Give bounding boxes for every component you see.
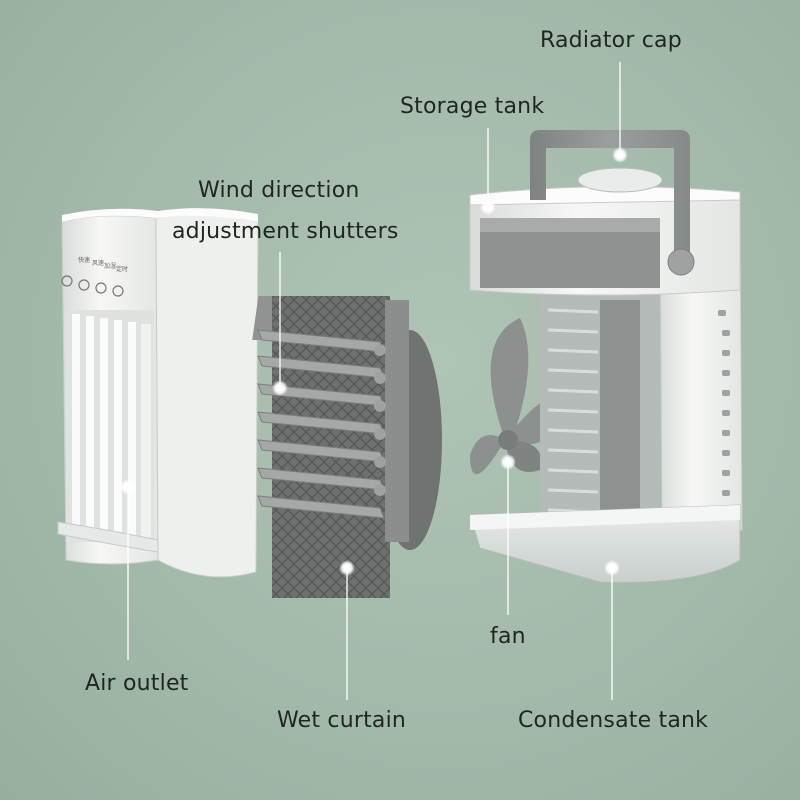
panel-label-2: 风速	[92, 260, 104, 267]
panel-label-1: 快速	[78, 256, 90, 264]
label-storage-tank: Storage tank	[400, 94, 545, 119]
panel-label-4: 定时	[116, 265, 128, 273]
wet-curtain-assembly	[252, 296, 442, 598]
label-condensate-tank: Condensate tank	[518, 708, 709, 733]
label-wind-direction-line1: Wind direction	[198, 178, 360, 203]
control-panel	[61, 275, 124, 297]
label-air-outlet: Air outlet	[85, 671, 189, 696]
control-panel-text: 快速 风速 加湿 定时	[78, 256, 128, 273]
callout-lines	[127, 62, 621, 700]
label-radiator-cap: Radiator cap	[540, 28, 682, 53]
label-wet-curtain: Wet curtain	[277, 708, 407, 733]
label-wind-direction-line2: adjustment shutters	[172, 219, 399, 244]
main-body	[469, 130, 743, 583]
label-fan: fan	[490, 624, 526, 649]
front-cover	[57, 208, 259, 578]
air-outlet-louvers	[57, 310, 159, 553]
panel-label-3: 加湿	[104, 262, 116, 270]
callout-dots	[120, 147, 628, 576]
